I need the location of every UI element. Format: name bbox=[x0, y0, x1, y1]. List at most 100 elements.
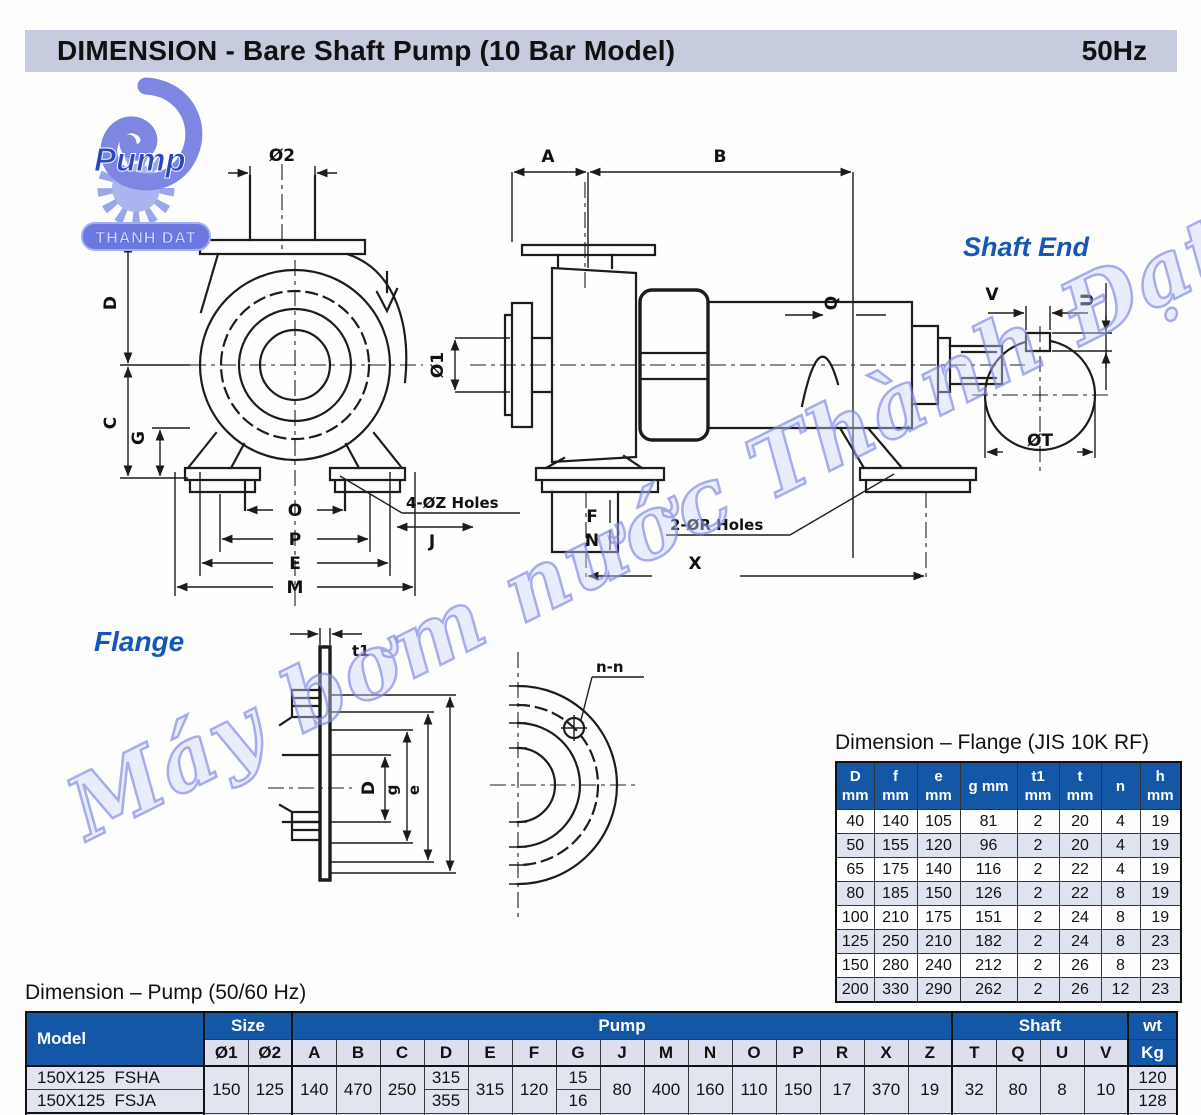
frequency-label: 50Hz bbox=[1081, 35, 1147, 66]
cell: 20 bbox=[1058, 833, 1102, 858]
cell: 140 bbox=[873, 809, 918, 834]
col-C: C bbox=[379, 1039, 425, 1067]
col-M: M bbox=[643, 1039, 689, 1067]
header-bar: DIMENSION - Bare Shaft Pump (10 Bar Mode… bbox=[25, 30, 1177, 72]
col-A: A bbox=[291, 1039, 337, 1067]
cell: 2 bbox=[1016, 929, 1060, 954]
cell: 2 bbox=[1016, 809, 1060, 834]
col-o2: Ø2 bbox=[247, 1039, 293, 1067]
dim-label-O: O bbox=[288, 501, 302, 521]
cell: 126 bbox=[959, 881, 1018, 906]
cell: 355 bbox=[423, 1089, 469, 1114]
dim-label-E: E bbox=[289, 554, 301, 574]
cell: 26 bbox=[1058, 953, 1102, 978]
logo-word: Pump bbox=[94, 141, 186, 178]
cell: 150 bbox=[916, 881, 961, 906]
dim-label-B: B bbox=[714, 147, 727, 167]
company-logo: Pump THANH DAT bbox=[81, 77, 211, 251]
cell: 100 bbox=[835, 905, 875, 930]
flange-drawing-title: Flange bbox=[94, 626, 185, 657]
cell: 125 bbox=[835, 929, 875, 954]
technical-drawing: Ø2 D C G O P bbox=[101, 146, 1112, 918]
cell: 470 bbox=[335, 1065, 381, 1114]
pump-table-title: Dimension – Pump (50/60 Hz) bbox=[25, 981, 307, 1004]
dim-label-t1: t1 bbox=[352, 642, 370, 660]
partial-cutoff-row: 370 bbox=[25, 1112, 1178, 1115]
group-size: Size bbox=[203, 1011, 293, 1040]
cell: 2 bbox=[1016, 857, 1060, 882]
dim-label-N: N bbox=[585, 531, 599, 551]
col-D: D bbox=[423, 1039, 469, 1067]
cell: 2 bbox=[1016, 977, 1060, 1003]
cell: 4 bbox=[1100, 833, 1141, 858]
col-R: R bbox=[819, 1039, 865, 1067]
logo-badge bbox=[81, 222, 211, 251]
cell: 140 bbox=[916, 857, 961, 882]
cell: 10 bbox=[1083, 1065, 1129, 1114]
dim-label-U: U bbox=[1078, 293, 1098, 307]
gear-icon bbox=[97, 149, 175, 227]
cell: 400 bbox=[643, 1065, 689, 1114]
cell: 2 bbox=[1016, 953, 1060, 978]
cell: 2 bbox=[1016, 881, 1060, 906]
cell: 22 bbox=[1058, 881, 1102, 906]
cell: 8 bbox=[1100, 953, 1141, 978]
group-pump: Pump bbox=[290, 1011, 953, 1040]
col-T: T bbox=[951, 1039, 997, 1067]
shaft-end-title: Shaft End bbox=[963, 232, 1089, 262]
cell: 17 bbox=[819, 1065, 865, 1114]
cell: 210 bbox=[916, 929, 961, 954]
dim-label-J: J bbox=[428, 532, 435, 552]
cell: 4 bbox=[1100, 809, 1141, 834]
cell: 155 bbox=[873, 833, 918, 858]
shaft-end-view: V U ØT bbox=[972, 283, 1112, 472]
shaft-stub bbox=[948, 344, 1004, 386]
col-U: U bbox=[1039, 1039, 1085, 1067]
cell: 65 bbox=[835, 857, 875, 882]
cell: 150 bbox=[835, 953, 875, 978]
cell: 120 bbox=[916, 833, 961, 858]
model-cell: 150X125 FSHA bbox=[25, 1065, 205, 1090]
cell: 120 bbox=[1127, 1065, 1178, 1090]
col-g: g mm bbox=[959, 761, 1018, 810]
cell: 120 bbox=[511, 1065, 557, 1114]
cell: 2 bbox=[1016, 905, 1060, 930]
dim-label-X: X bbox=[688, 554, 701, 574]
cell: 22 bbox=[1058, 857, 1102, 882]
group-wt: wt bbox=[1127, 1011, 1178, 1040]
col-E: E bbox=[467, 1039, 513, 1067]
cell: 240 bbox=[916, 953, 961, 978]
pump-table-section: Dimension – Pump (50/60 Hz) Model Size P… bbox=[25, 981, 1179, 1115]
cell: 160 bbox=[687, 1065, 733, 1114]
cell: 23 bbox=[1139, 977, 1182, 1003]
dim-label-o1: Ø1 bbox=[428, 352, 448, 378]
cell: 8 bbox=[1100, 905, 1141, 930]
cell: 105 bbox=[916, 809, 961, 834]
cell: 8 bbox=[1100, 929, 1141, 954]
cell: 2 bbox=[1016, 833, 1060, 858]
cell: 210 bbox=[873, 905, 918, 930]
flange-section-view: t1 D g e bbox=[268, 628, 456, 882]
col-N: N bbox=[687, 1039, 733, 1067]
cell: 24 bbox=[1058, 929, 1102, 954]
dim-label-nn: n-n bbox=[596, 658, 624, 676]
col-J: J bbox=[599, 1039, 645, 1067]
col-o1: Ø1 bbox=[203, 1039, 249, 1067]
cell: 315 bbox=[467, 1065, 513, 1114]
cell: 290 bbox=[916, 977, 961, 1003]
side-holes-note: 2-ØR Holes bbox=[670, 516, 763, 534]
logo-badge-text: THANH DAT bbox=[95, 230, 196, 247]
dim-label-M: M bbox=[287, 578, 304, 598]
cell: 40 bbox=[835, 809, 875, 834]
group-shaft: Shaft bbox=[951, 1011, 1129, 1040]
flange-face-view: n-n bbox=[490, 652, 644, 918]
col-B: B bbox=[335, 1039, 381, 1067]
cell: 23 bbox=[1139, 953, 1182, 978]
cell: 32 bbox=[951, 1065, 997, 1114]
